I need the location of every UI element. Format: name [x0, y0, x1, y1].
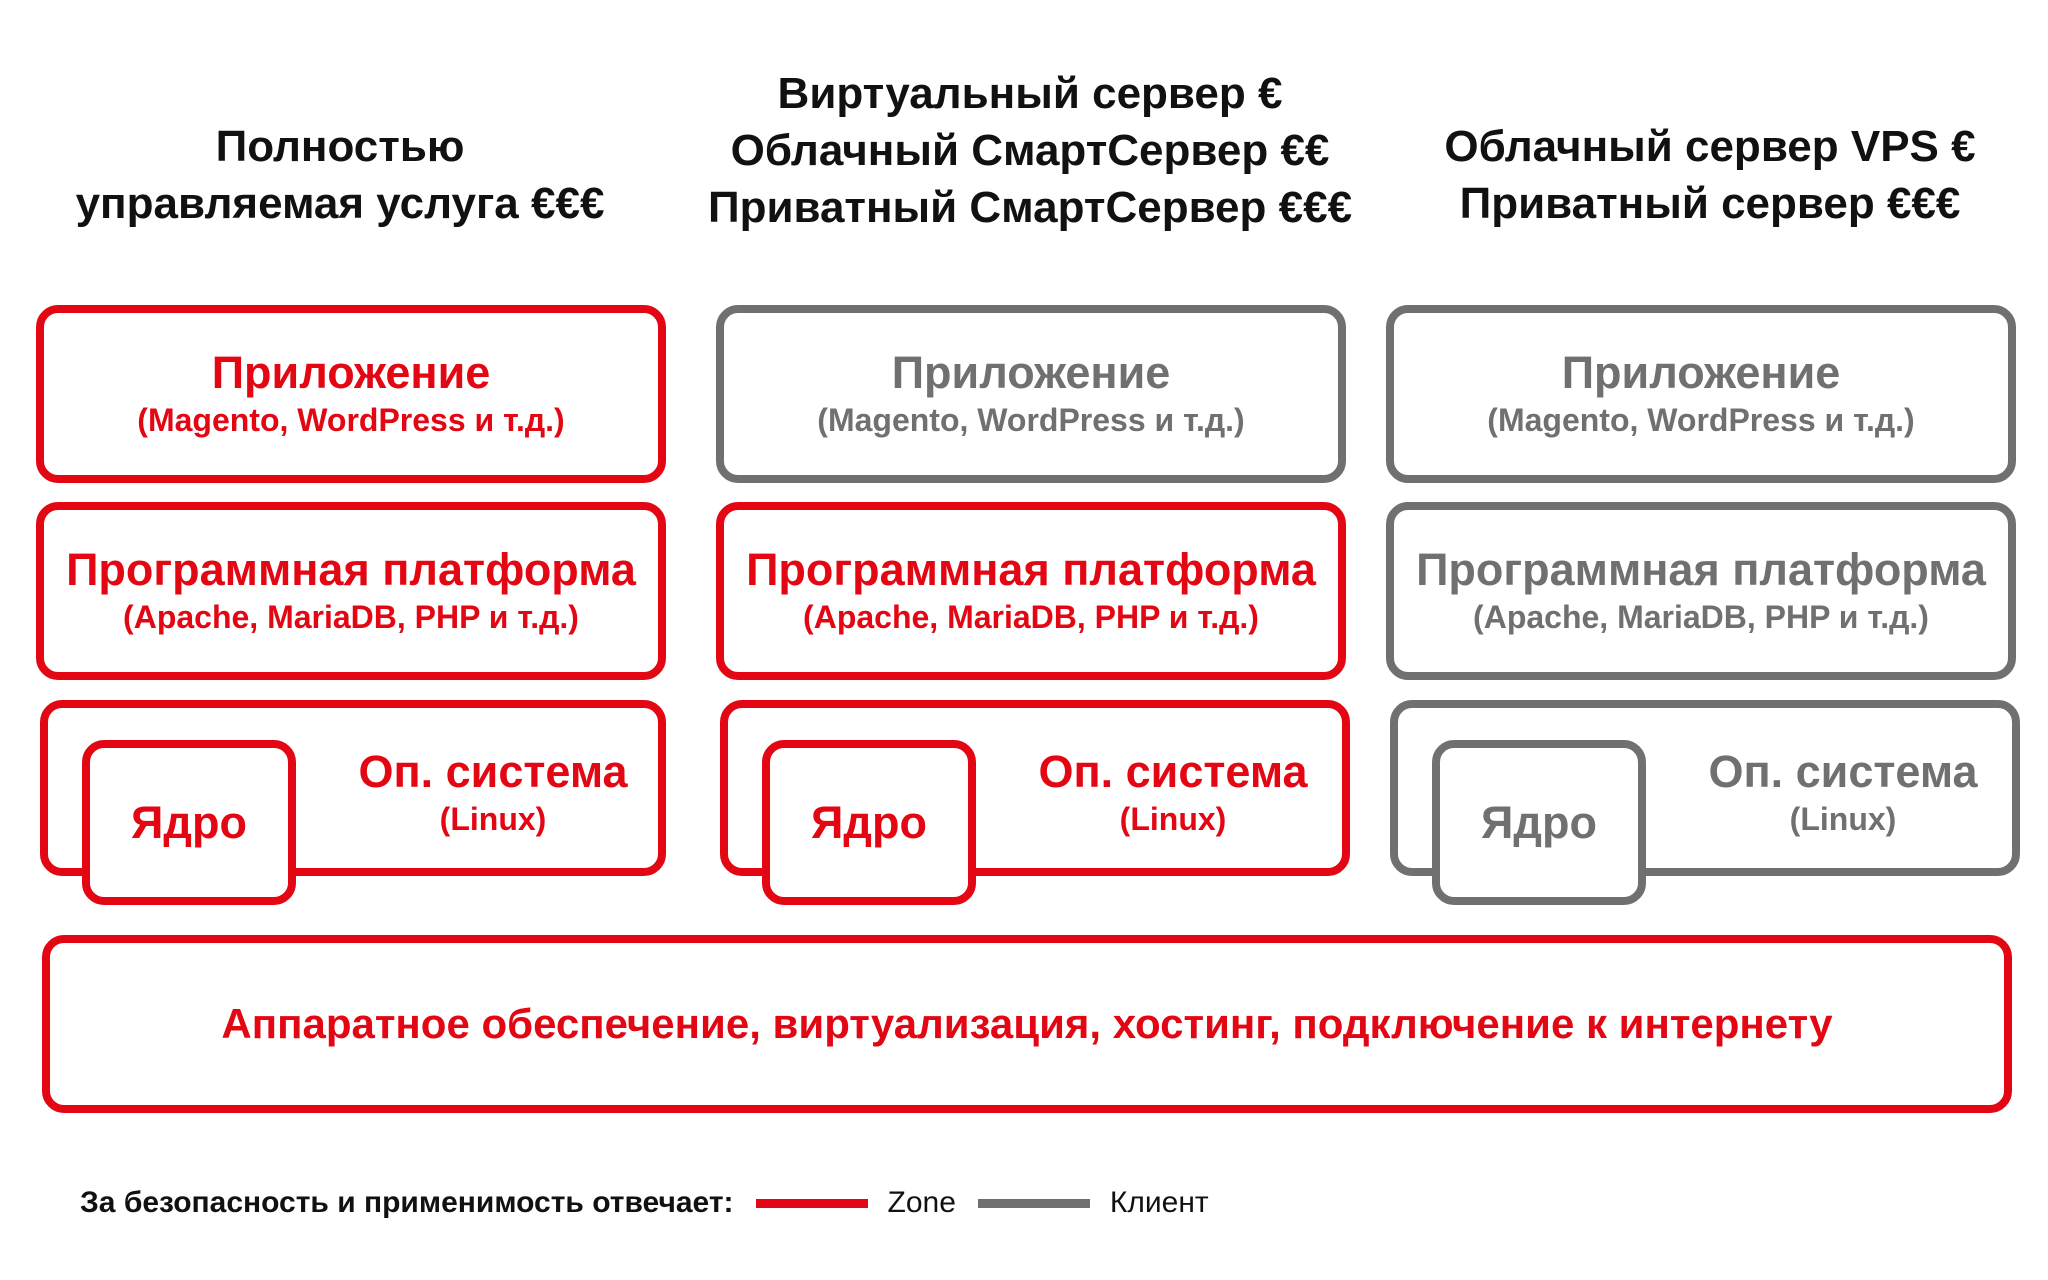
os-sublabel: (Linux): [1119, 801, 1227, 837]
column-2-title-line: Облачный СмартСервер €€: [730, 126, 1330, 175]
application-label: Приложение: [1561, 347, 1841, 398]
column-2-kernel-box: Ядро: [762, 740, 976, 905]
platform-sublabel: (Apache, MariaDB, PHP и т.д.): [803, 599, 1259, 635]
legend-swatch-zone: [755, 1198, 868, 1208]
column-3-platform-layer: Программная платформа (Apache, MariaDB, …: [1386, 502, 2016, 680]
column-3-application-layer: Приложение (Magento, WordPress и т.д.): [1386, 305, 2016, 483]
platform-label: Программная платформа: [1416, 544, 1986, 595]
column-1-platform-layer: Программная платформа (Apache, MariaDB, …: [36, 502, 666, 680]
kernel-label: Ядро: [811, 796, 927, 848]
column-3-kernel-box: Ядро: [1432, 740, 1646, 905]
legend-swatch-client: [977, 1198, 1090, 1208]
legend-title: За безопасность и применимость отвечает:: [80, 1186, 734, 1219]
os-label: Оп. система: [1708, 746, 1978, 797]
application-label: Приложение: [891, 347, 1171, 398]
os-sublabel: (Linux): [439, 801, 547, 837]
hardware-layer: Аппаратное обеспечение, виртуализация, х…: [42, 935, 2012, 1113]
column-2-title-line: Приватный СмартСервер €€€: [707, 183, 1353, 232]
platform-label: Программная платформа: [66, 544, 636, 595]
application-sublabel: (Magento, WordPress и т.д.): [817, 402, 1245, 438]
os-label: Оп. система: [358, 746, 628, 797]
application-sublabel: (Magento, WordPress и т.д.): [137, 402, 565, 438]
application-sublabel: (Magento, WordPress и т.д.): [1487, 402, 1915, 438]
hardware-label: Аппаратное обеспечение, виртуализация, х…: [221, 1000, 1833, 1047]
kernel-label: Ядро: [131, 796, 247, 848]
kernel-label: Ядро: [1481, 796, 1597, 848]
legend-item-zone: Zone: [887, 1186, 956, 1219]
legend: За безопасность и применимость отвечает:…: [80, 1186, 1209, 1220]
column-2-platform-layer: Программная платформа (Apache, MariaDB, …: [716, 502, 1346, 680]
column-2-title-line: Виртуальный сервер €: [777, 69, 1283, 118]
os-label: Оп. система: [1038, 746, 1308, 797]
platform-sublabel: (Apache, MariaDB, PHP и т.д.): [123, 599, 579, 635]
column-1-title-line: Полностью: [215, 122, 465, 171]
column-1-kernel-box: Ядро: [82, 740, 296, 905]
column-2-title: Виртуальный сервер € Облачный СмартСерве…: [670, 65, 1390, 236]
column-1-application-layer: Приложение (Magento, WordPress и т.д.): [36, 305, 666, 483]
column-3-title-line: Приватный сервер €€€: [1459, 179, 1961, 228]
platform-sublabel: (Apache, MariaDB, PHP и т.д.): [1473, 599, 1929, 635]
platform-label: Программная платформа: [746, 544, 1316, 595]
column-1-title-line: управляемая услуга €€€: [75, 179, 605, 228]
column-2-application-layer: Приложение (Magento, WordPress и т.д.): [716, 305, 1346, 483]
os-sublabel: (Linux): [1789, 801, 1897, 837]
column-3-title-line: Облачный сервер VPS €: [1444, 122, 1976, 171]
application-label: Приложение: [211, 347, 491, 398]
legend-item-client: Клиент: [1109, 1186, 1209, 1219]
column-1-title: Полностью управляемая услуга €€€: [40, 118, 640, 232]
column-3-title: Облачный сервер VPS € Приватный сервер €…: [1400, 118, 2020, 232]
